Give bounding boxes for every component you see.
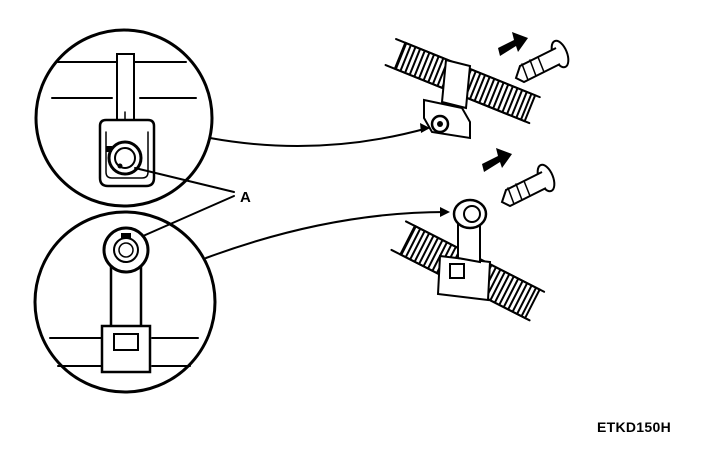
bottom-harness-assembly (390, 148, 556, 322)
top-harness-assembly (384, 32, 570, 140)
leader-lines (205, 123, 450, 259)
figure-code: ETKD150H (597, 419, 671, 435)
top-direction-arrow (498, 32, 528, 56)
bottom-direction-arrow (482, 148, 512, 172)
callout-a: A (134, 167, 251, 237)
callout-a-label: A (240, 189, 251, 206)
top-bolt (514, 39, 570, 84)
bottom-detail-circle (33, 210, 217, 394)
bottom-bolt (500, 163, 556, 208)
